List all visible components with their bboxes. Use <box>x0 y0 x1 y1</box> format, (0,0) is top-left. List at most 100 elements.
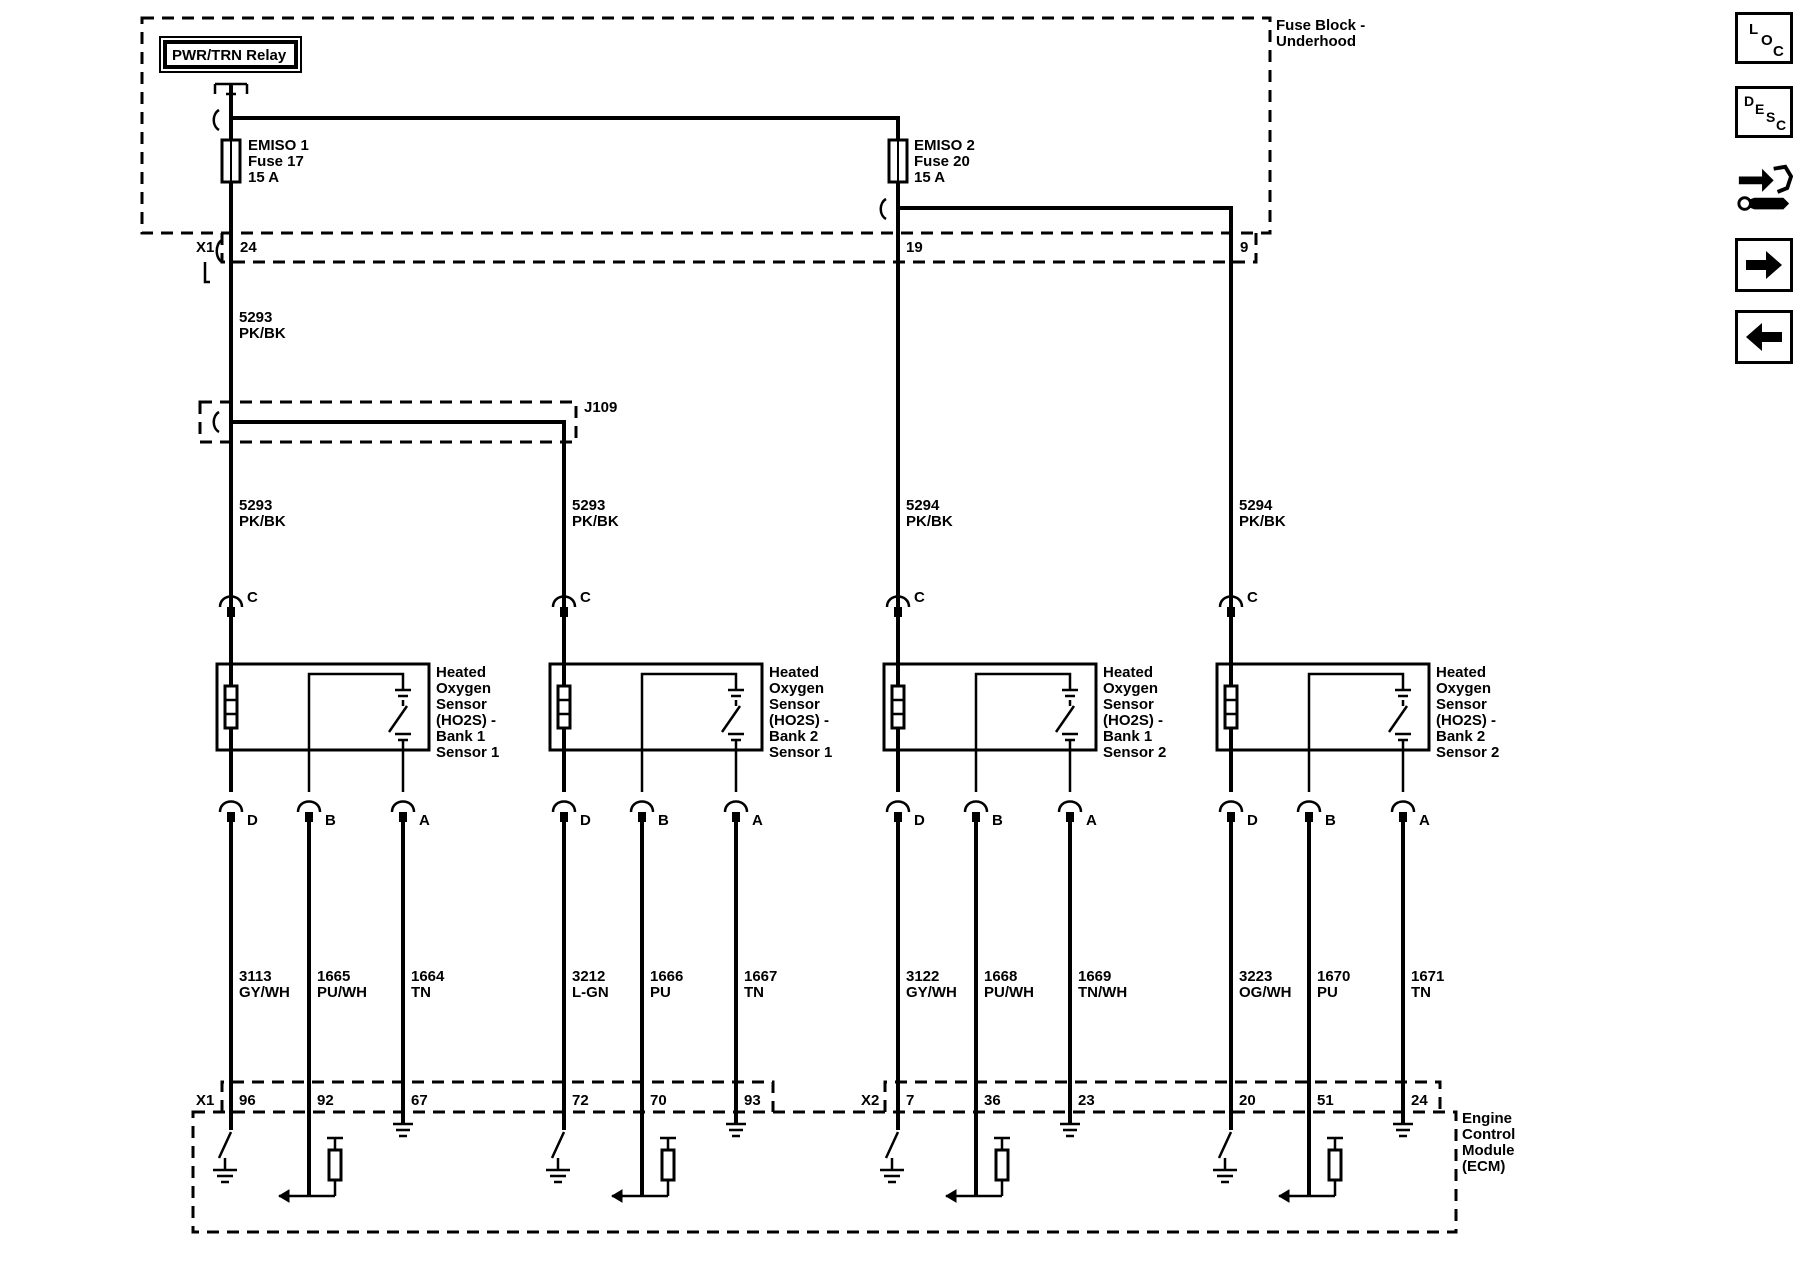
sensor-4-circuit-3-color: TN <box>1411 984 1431 1001</box>
sensor-1-label-5: Bank 1 <box>436 728 485 745</box>
ecm-1-bias-resistor <box>327 1148 343 1182</box>
sensor-3-ecm-pin-3: 23 <box>1078 1092 1095 1109</box>
ecm-label-2: Control <box>1462 1126 1515 1143</box>
ecm-label-1: Engine <box>1462 1110 1512 1127</box>
sensor-2-label-5: Bank 2 <box>769 728 818 745</box>
sensor-4-pin-c-label: C <box>1247 589 1258 606</box>
ecm-1-heater-driver <box>213 1131 237 1184</box>
sensor-1-label-3: Sensor <box>436 696 487 713</box>
previous-page-button[interactable] <box>1735 310 1793 364</box>
desc-button[interactable]: D E S C <box>1735 86 1793 138</box>
sensor-4-connector-d-pin <box>1227 812 1235 822</box>
loc-button[interactable]: L O C <box>1735 12 1793 64</box>
fuse-block-label-2: Underhood <box>1276 33 1356 50</box>
ecm-connector-x2: X2 <box>861 1092 879 1109</box>
sensor-3-connector-b-pin <box>972 812 980 822</box>
sensor-3-switch <box>1054 688 1078 792</box>
pin-9: 9 <box>1240 239 1248 256</box>
ecm-4-heater-driver <box>1213 1131 1237 1184</box>
ecm-1-bias-ref <box>327 1136 343 1150</box>
desc-letter-c: C <box>1776 117 1786 133</box>
sensor-2-connector-c-pin <box>560 607 568 617</box>
sensor-2-pin-c-label: C <box>580 589 591 606</box>
sensor-1-label-2: Oxygen <box>436 680 491 697</box>
sensor-1-ecm-pin-3: 67 <box>411 1092 428 1109</box>
sensor-2-connector-b <box>629 800 655 813</box>
sensor-2-ecm-pin-3: 93 <box>744 1092 761 1109</box>
ecm-2-bias-ref <box>660 1136 676 1150</box>
sensor-3-connector-b <box>963 800 989 813</box>
sensor-1-ecm-pin-2: 92 <box>317 1092 334 1109</box>
sensor-2-label-1: Heated <box>769 664 819 681</box>
circuit-b1s2-upper-color: PK/BK <box>906 513 953 530</box>
sensor-4-connector-d <box>1218 800 1244 813</box>
sensor-3-connector-a <box>1057 800 1083 813</box>
sensor-4-label-5: Bank 2 <box>1436 728 1485 745</box>
sensor-4-pin-b-label: B <box>1325 812 1336 829</box>
circuit-b2s1-upper-number: 5293 <box>572 497 605 514</box>
circuit-5293-color: PK/BK <box>239 325 286 342</box>
pin-19: 19 <box>906 239 923 256</box>
sensor-1-circuit-3-color: TN <box>411 984 431 1001</box>
sensor-1-box <box>215 662 431 752</box>
sensor-1-pin-c-label: C <box>247 589 258 606</box>
pin-24: 24 <box>240 239 257 256</box>
circuit-b1s1-upper-number: 5293 <box>239 497 272 514</box>
sensor-4-circuit-1-color: OG/WH <box>1239 984 1292 1001</box>
sensor-4-circuit-2-color: PU <box>1317 984 1338 1001</box>
sensor-1-label-1: Heated <box>436 664 486 681</box>
sensor-3-connector-d-pin <box>894 812 902 822</box>
sensor-2-signal-wire <box>640 672 738 792</box>
next-page-button[interactable] <box>1735 238 1793 292</box>
sensor-3-connector-a-pin <box>1066 812 1074 822</box>
sensor-4-ecm-pin-1: 20 <box>1239 1092 1256 1109</box>
sensor-3-ecm-pin-2: 36 <box>984 1092 1001 1109</box>
repair-button[interactable] <box>1735 158 1793 222</box>
sensor-4-label-3: Sensor <box>1436 696 1487 713</box>
sensor-3-label-6: Sensor 2 <box>1103 744 1166 761</box>
sensor-3-label-5: Bank 1 <box>1103 728 1152 745</box>
sensor-1-pin-b-label: B <box>325 812 336 829</box>
sensor-4-connector-c <box>1218 595 1244 608</box>
sensor-1-circuit-2-color: PU/WH <box>317 984 367 1001</box>
loc-letter-l: L <box>1749 21 1758 38</box>
ecm-4-low-reference-ground <box>1393 1122 1413 1138</box>
sensor-3-label-4: (HO2S) - <box>1103 712 1163 729</box>
sensor-2-label-4: (HO2S) - <box>769 712 829 729</box>
arrow-left-icon <box>1746 323 1782 351</box>
sensor-2-circuit-1-number: 3212 <box>572 968 605 985</box>
sensor-4-connector-a <box>1390 800 1416 813</box>
sensor-4-connector-c-pin <box>1227 607 1235 617</box>
ecm-1-low-reference-ground <box>393 1122 413 1138</box>
sensor-3-label-1: Heated <box>1103 664 1153 681</box>
loc-icon: L O C <box>1749 21 1784 60</box>
sensor-3-label-3: Sensor <box>1103 696 1154 713</box>
desc-letter-d: D <box>1744 93 1754 109</box>
relay-box <box>163 40 298 69</box>
sensor-1-label-4: (HO2S) - <box>436 712 496 729</box>
splice-crossover <box>212 410 220 434</box>
repair-wrench-icon <box>1737 164 1793 211</box>
sensor-2-circuit-2-number: 1666 <box>650 968 683 985</box>
sensor-3-pin-a-label: A <box>1086 812 1097 829</box>
ecm-3-low-reference-ground <box>1060 1122 1080 1138</box>
feed-bus-wire <box>231 116 900 140</box>
sensor-1-connector-c <box>218 595 244 608</box>
wire-crossover-2 <box>879 197 887 221</box>
fuse-block-outline <box>140 16 1272 235</box>
circuit-b2s1-upper-color: PK/BK <box>572 513 619 530</box>
arrow-right-icon <box>1746 251 1782 279</box>
sensor-2-circuit-1-color: L-GN <box>572 984 609 1001</box>
fuse-1-number: Fuse 17 <box>248 153 304 170</box>
ecm-1-signal-arrow <box>278 1189 290 1203</box>
sensor-3-label-2: Oxygen <box>1103 680 1158 697</box>
sensor-1-signal-wire <box>307 672 405 792</box>
sensor-1-connector-d <box>218 800 244 813</box>
sensor-2-pin-a-label: A <box>752 812 763 829</box>
sensor-1-pin-d-label: D <box>247 812 258 829</box>
ecm-label-4: (ECM) <box>1462 1158 1505 1175</box>
